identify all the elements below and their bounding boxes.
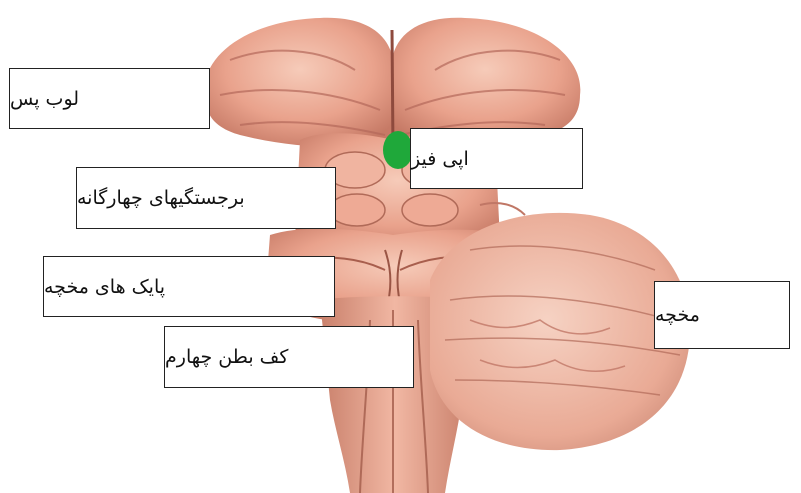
- label-colliculi: برجستگیهای چهارگانه: [76, 167, 336, 229]
- label-cerebellar-peduncles: پایک های مخچه: [43, 256, 335, 317]
- label-occipital-lobe: لوب پس: [9, 68, 210, 129]
- label-fourth-ventricle-floor: کف بطن چهارم: [164, 326, 414, 388]
- label-cerebellum: مخچه: [654, 281, 790, 349]
- label-pineal-gland: اپی فیز: [410, 128, 583, 189]
- pineal-gland-highlight: [383, 131, 413, 169]
- cerebellum-shape: [430, 213, 690, 450]
